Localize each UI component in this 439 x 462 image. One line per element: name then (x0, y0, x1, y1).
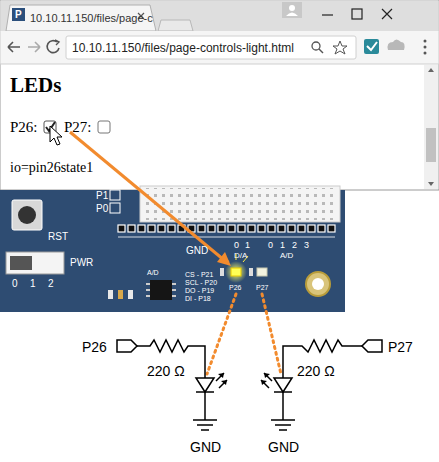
header-pin (328, 225, 335, 232)
pin-map: CS - P21 (185, 271, 213, 278)
pin-number: 0 (268, 241, 273, 250)
resistor-value: 220 Ω (147, 364, 185, 378)
checkbox-label: P26: (10, 120, 38, 135)
favicon-letter: P (15, 10, 22, 20)
pin-name: P1 (96, 191, 108, 201)
switch-position: 1 (30, 279, 36, 289)
pin-name: GND (186, 246, 208, 256)
switch-position: 0 (12, 279, 18, 289)
group-label: D/A (234, 252, 247, 260)
header-pin (318, 225, 325, 232)
header-pin (298, 225, 305, 232)
pin-number: 1 (245, 241, 250, 250)
header-pin (218, 225, 225, 232)
url-text: 10.10.11.150/files/page-controls-light.h… (72, 42, 294, 54)
header-pin (138, 225, 145, 232)
switch-label: PWR (70, 258, 93, 268)
resistor-value: 220 Ω (297, 364, 335, 378)
pin-map: DI - P18 (185, 295, 211, 302)
ground-label: GND (190, 440, 221, 454)
pin-number: 3 (304, 241, 309, 250)
pin-map: SCL - P20 (185, 279, 217, 286)
header-pin (198, 225, 205, 232)
group-label: A/D (280, 252, 293, 260)
header-pin (248, 225, 255, 232)
header-pin (158, 225, 165, 232)
header-pin (288, 225, 295, 232)
pin-number: 2 (292, 241, 297, 250)
signal-name: P26 (82, 340, 107, 354)
header-pin (238, 225, 245, 232)
led-label: P26 (229, 284, 241, 291)
switch-position: 2 (48, 279, 54, 289)
status-text: io=pin26state1 (10, 161, 93, 175)
pin-name: P0 (96, 204, 108, 214)
checkbox-label: P27: (64, 120, 92, 135)
signal-name: P27 (388, 340, 413, 354)
header-pin (128, 225, 135, 232)
button-label: RST (48, 232, 68, 242)
ground-label: GND (268, 440, 299, 454)
page-heading: LEDs (10, 75, 61, 96)
header-pin (258, 225, 265, 232)
led-label: P27 (256, 284, 268, 291)
header-pin (268, 225, 275, 232)
pin-map: DO - P19 (185, 287, 214, 294)
header-pin (168, 225, 175, 232)
header-pin (308, 225, 315, 232)
chip-label: A/D (147, 269, 159, 276)
pin-number: 0 (234, 241, 239, 250)
header-pin (148, 225, 155, 232)
header-pin (118, 225, 125, 232)
pin-number: 1 (280, 241, 285, 250)
tab-title: 10.10.11.150/files/page-c (30, 13, 153, 24)
header-pin (208, 225, 215, 232)
header-pin (278, 225, 285, 232)
header-pin (228, 225, 235, 232)
